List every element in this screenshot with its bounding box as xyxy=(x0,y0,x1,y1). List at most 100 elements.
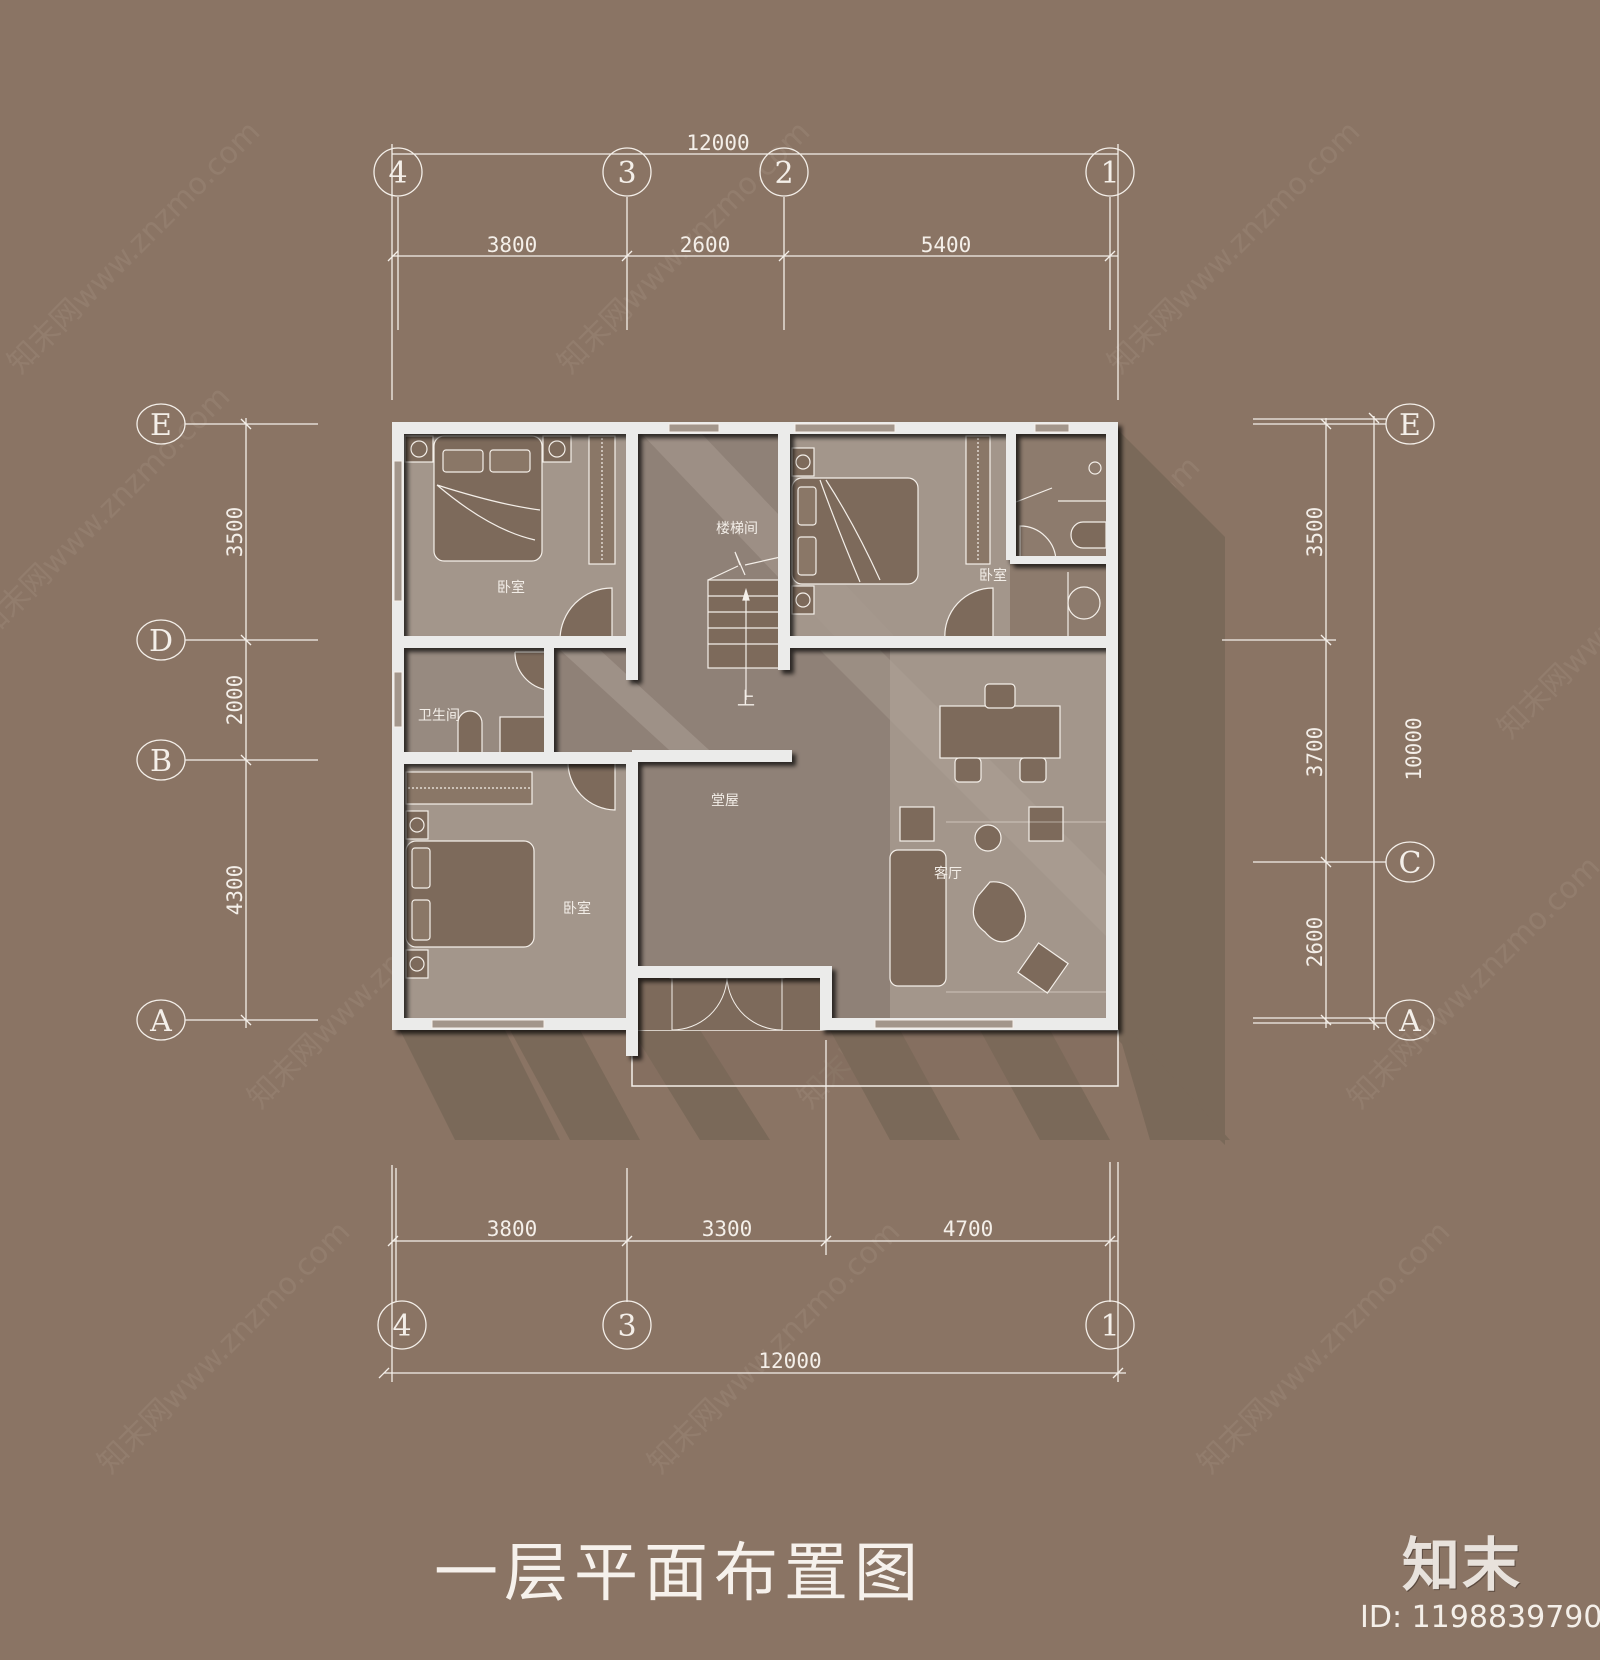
dim-top-seg: 2600 xyxy=(680,233,731,257)
room-label-bedroom-sw: 卧室 xyxy=(563,900,591,917)
dining-table-icon xyxy=(939,705,1061,759)
shower-tray-icon xyxy=(499,716,549,757)
bath-ne-fixtures xyxy=(1015,436,1107,640)
chair-icon xyxy=(954,757,982,783)
stair-up-label: 上 xyxy=(737,689,755,710)
image-id-label: ID: 1198839790 xyxy=(1360,1600,1600,1635)
axis-label-left: E xyxy=(150,408,172,443)
lounge-chair-icon xyxy=(1017,942,1069,994)
door-swing-icon xyxy=(559,587,613,641)
door-swing-icon xyxy=(1019,525,1057,563)
axis-bubble xyxy=(602,147,652,197)
watermark: 知末网www.znzmo.com xyxy=(1341,849,1600,1115)
armchair-icon xyxy=(1028,806,1064,842)
bedroom-ne-furniture xyxy=(791,435,994,641)
dim-bottom-seg: 3300 xyxy=(702,1217,753,1241)
bottom-dimensions xyxy=(377,1040,1135,1382)
axis-label-top: 4 xyxy=(388,156,407,191)
dim-right-total: 10000 xyxy=(1402,717,1426,780)
bed-icon xyxy=(791,477,919,585)
axis-bubble xyxy=(1385,999,1435,1041)
room-label-stairwell: 楼梯间 xyxy=(716,521,758,537)
armchair-icon xyxy=(899,806,935,842)
windows xyxy=(393,423,1070,1029)
axis-label-top: 3 xyxy=(617,156,636,191)
dim-left-seg: 2000 xyxy=(223,675,247,726)
chair-icon xyxy=(984,683,1016,709)
axis-bubble xyxy=(1085,1300,1135,1350)
axis-bubble xyxy=(1385,841,1435,883)
dim-bottom-seg: 3800 xyxy=(487,1217,538,1241)
nightstand-icon xyxy=(542,435,572,463)
nightstand-icon xyxy=(405,810,429,840)
window-icon xyxy=(393,671,403,728)
window-icon xyxy=(431,1019,545,1029)
nightstand-icon xyxy=(405,949,429,979)
room-label-living: 客厅 xyxy=(934,865,962,882)
dim-left-seg: 4300 xyxy=(223,865,247,916)
window-icon xyxy=(668,423,720,433)
coffee-table-icon xyxy=(972,881,1027,943)
dim-right-seg: 2600 xyxy=(1303,917,1327,968)
axis-bubble xyxy=(1085,147,1135,197)
brand-logo: 知末 xyxy=(1402,1531,1523,1599)
nightstand-icon xyxy=(404,435,434,463)
axis-bubble xyxy=(136,403,186,445)
bedroom-sw-furniture xyxy=(405,759,616,979)
right-dimensions xyxy=(1222,403,1435,1041)
living-furniture xyxy=(889,683,1108,994)
nightstand-icon xyxy=(791,585,815,615)
chair-icon xyxy=(1019,757,1047,783)
window-icon xyxy=(874,1019,1014,1029)
left-dimensions xyxy=(136,403,318,1041)
cast-shadows xyxy=(400,430,1230,1145)
axis-label-right: E xyxy=(1399,408,1421,443)
top-dimensions xyxy=(373,144,1135,400)
entry-recess xyxy=(632,978,830,1030)
toilet-icon xyxy=(1070,521,1107,549)
axis-bubble xyxy=(373,147,423,197)
window-icon xyxy=(794,423,896,433)
door-swing-icon xyxy=(567,759,616,811)
axis-label-right: C xyxy=(1399,846,1422,881)
dim-bottom-total: 12000 xyxy=(758,1349,821,1373)
dim-top-total: 12000 xyxy=(686,131,749,155)
bed-icon xyxy=(405,840,535,948)
side-table-icon xyxy=(974,824,1002,852)
dim-left-seg: 3500 xyxy=(223,507,247,558)
watermark: 知末网www.znzmo.com xyxy=(1491,479,1600,745)
room-label-bedroom-nw: 卧室 xyxy=(497,579,525,596)
axis-bubble xyxy=(136,739,186,781)
dim-right-seg: 3700 xyxy=(1303,727,1327,778)
dim-bottom-seg: 4700 xyxy=(943,1217,994,1241)
toilet-icon xyxy=(457,710,483,757)
axis-label-left: A xyxy=(149,1004,172,1039)
watermark: 知末网www.znzmo.com xyxy=(1,114,267,380)
watermark: 知末网www.znzmo.com xyxy=(641,1214,907,1480)
axis-bubble xyxy=(136,999,186,1041)
nightstand-icon xyxy=(791,447,815,477)
watermark: 知末网www.znzmo.com xyxy=(91,1214,357,1480)
window-icon xyxy=(393,460,403,602)
watermark: 知末网www.znzmo.com xyxy=(1101,114,1367,380)
axis-bubble xyxy=(1385,403,1435,445)
shower-icon xyxy=(1088,461,1102,475)
axis-label-right: A xyxy=(1398,1004,1421,1039)
axis-label-top: 1 xyxy=(1100,156,1119,191)
axis-label-bottom: 1 xyxy=(1100,1309,1119,1344)
dim-right-seg: 3500 xyxy=(1303,507,1327,558)
staircase-icon xyxy=(707,551,786,700)
axis-bubble xyxy=(377,1300,427,1350)
dim-top-seg: 3800 xyxy=(487,233,538,257)
bathroom-fixtures xyxy=(457,651,549,757)
room-label-hall: 堂屋 xyxy=(711,793,739,809)
axis-label-left: B xyxy=(150,744,172,779)
porch-outline xyxy=(631,1029,1119,1087)
axis-label-bottom: 4 xyxy=(392,1309,411,1344)
window-icon xyxy=(1034,423,1070,433)
dim-top-seg: 5400 xyxy=(921,233,972,257)
bedroom-nw-furniture xyxy=(404,435,616,641)
room-label-bedroom-ne: 卧室 xyxy=(979,567,1007,584)
axis-bubble xyxy=(759,147,809,197)
